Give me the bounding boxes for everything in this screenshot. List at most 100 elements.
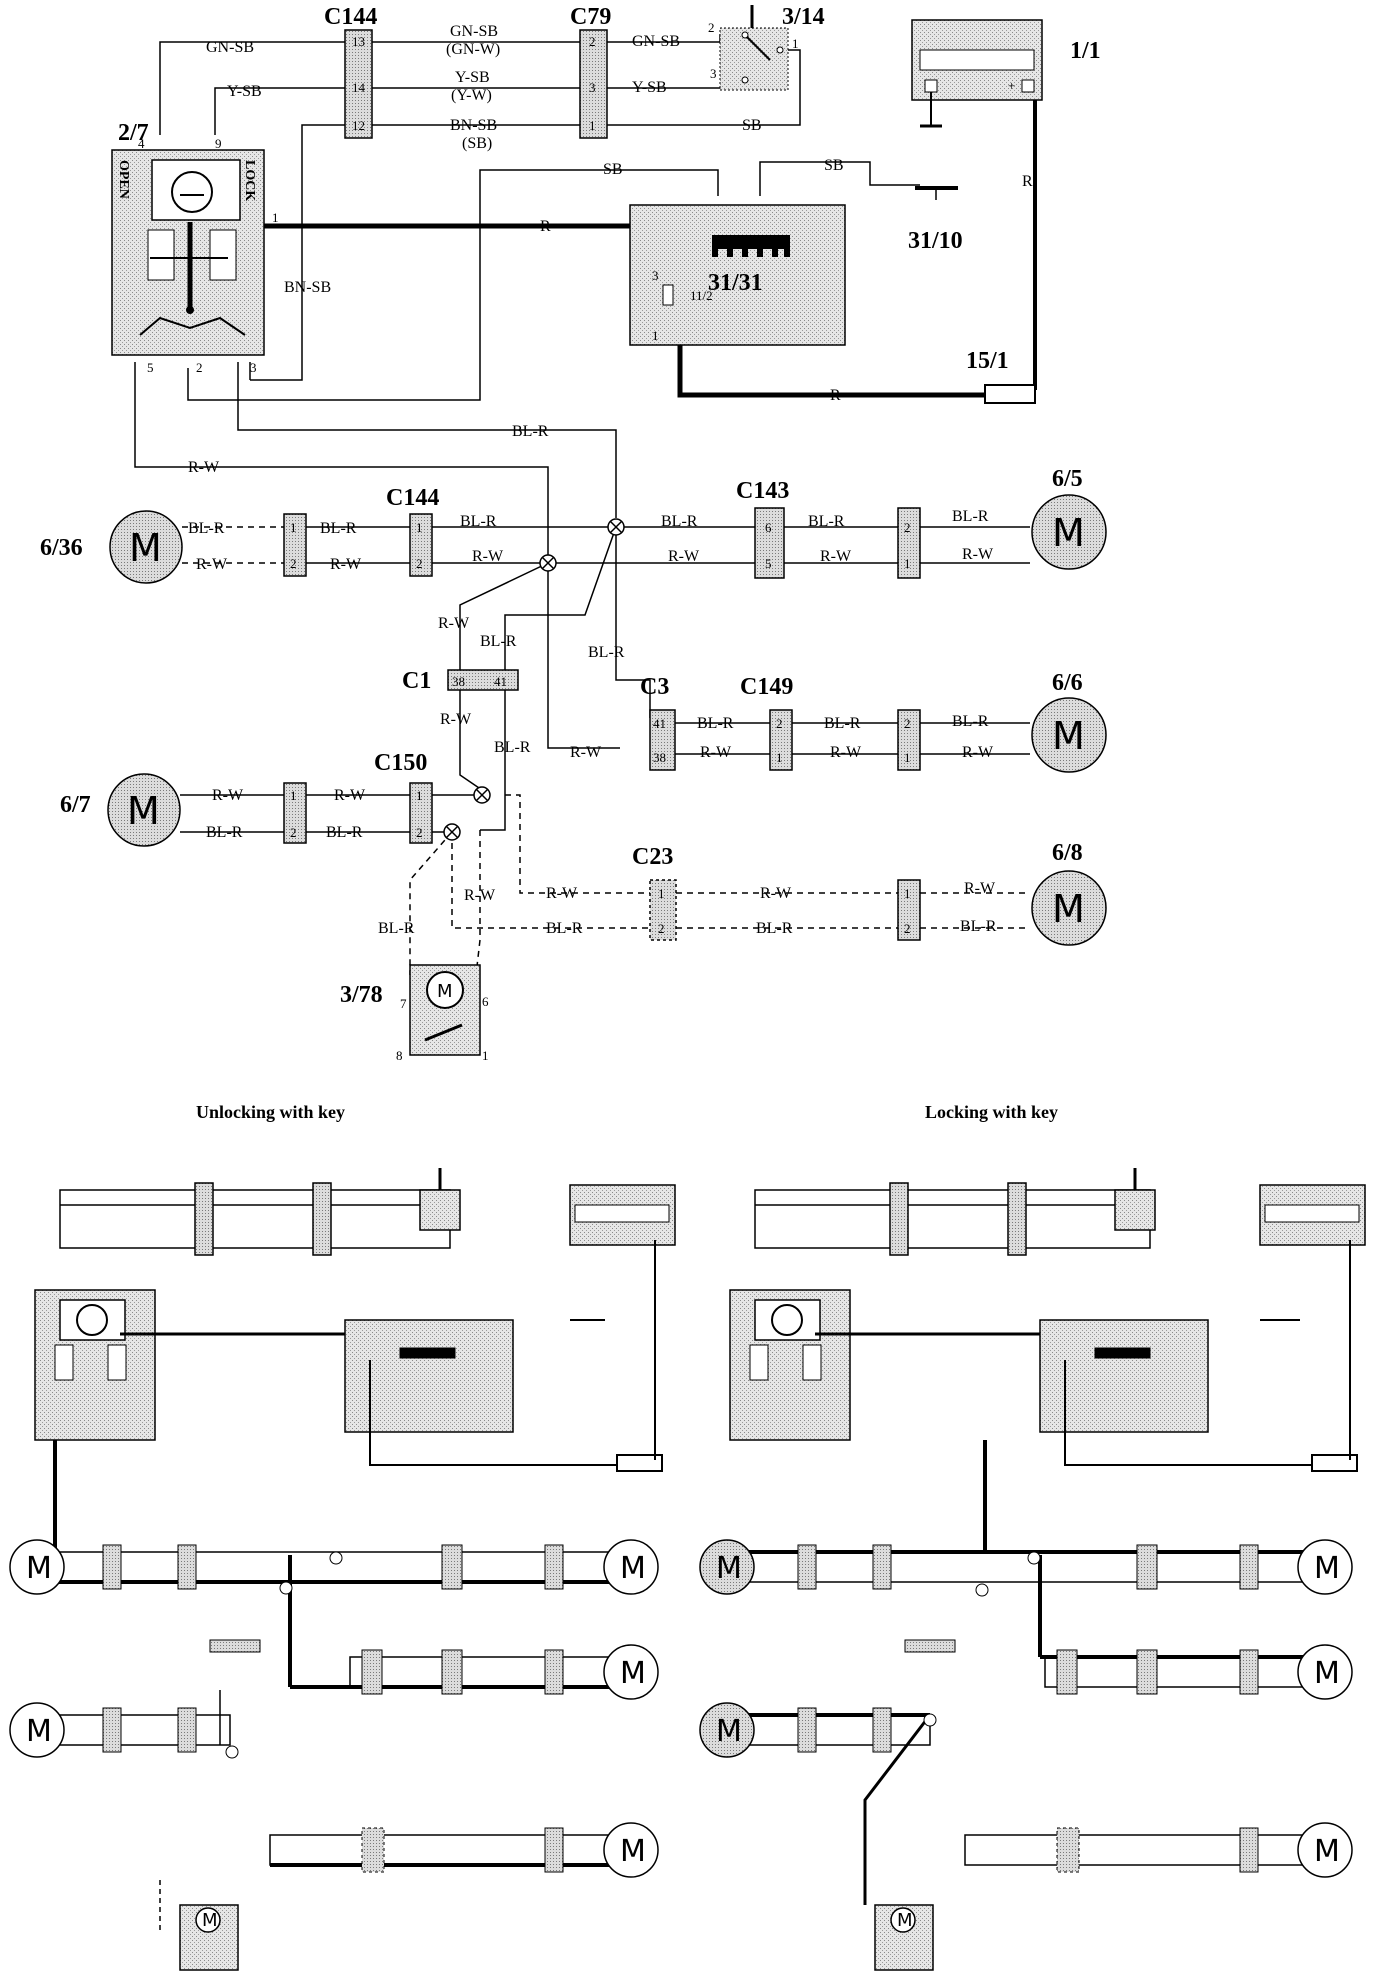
svg-text:GN-SB: GN-SB [450,23,498,40]
svg-text:11/2: 11/2 [690,288,713,303]
label-c144-mid: C144 [386,485,439,511]
svg-text:3: 3 [250,360,257,375]
svg-text:M: M [127,789,160,833]
svg-text:GN-SB: GN-SB [632,33,680,50]
svg-text:M: M [1052,511,1085,555]
label-6-8: 6/8 [1052,840,1083,866]
svg-text:R: R [540,218,551,235]
label-c149: C149 [740,674,793,700]
svg-text:R-W: R-W [440,711,472,728]
svg-text:Y-SB: Y-SB [227,83,262,100]
battery-1-1: + [911,19,1043,128]
svg-text:(Y-W): (Y-W) [451,87,492,104]
svg-text:M: M [716,1714,742,1749]
svg-text:M: M [1314,1834,1340,1869]
svg-text:M: M [437,981,453,1002]
svg-text:R-W: R-W [830,744,862,761]
svg-text:1: 1 [658,886,665,901]
svg-text:R-W: R-W [546,885,578,902]
svg-text:GN-SB: GN-SB [206,39,254,56]
svg-text:6: 6 [765,520,772,535]
svg-text:2: 2 [416,825,423,840]
svg-text:M: M [897,1910,913,1931]
svg-text:M: M [129,526,162,570]
svg-text:5: 5 [765,556,772,571]
svg-text:SB: SB [603,161,623,178]
svg-text:7: 7 [400,996,407,1011]
svg-text:BL-R: BL-R [697,715,734,732]
svg-text:2: 2 [904,520,911,535]
svg-text:M: M [1314,1656,1340,1691]
label-6-36: 6/36 [40,535,83,561]
svg-text:BL-R: BL-R [494,739,531,756]
svg-text:1: 1 [776,750,783,765]
label-c23: C23 [632,844,673,870]
svg-text:BL-R: BL-R [661,513,698,530]
wire-r-w-pin5 [134,362,620,749]
svg-text:R-W: R-W [964,880,996,897]
svg-text:M: M [26,1551,52,1586]
connector-c144-top: 13 14 12 [344,29,373,139]
svg-text:2: 2 [290,825,297,840]
svg-text:1: 1 [272,210,279,225]
svg-text:R: R [830,387,841,404]
svg-text:1: 1 [290,520,297,535]
svg-text:R-W: R-W [962,546,994,563]
svg-text:BL-R: BL-R [480,633,517,650]
svg-text:BL-R: BL-R [952,508,989,525]
pin-14: 14 [352,80,366,95]
connector-c79: 2 3 1 [579,29,608,139]
diagram-locking [699,1168,1366,1971]
svg-text:BL-R: BL-R [546,920,583,937]
diagram-unlocking [9,1168,676,1971]
svg-text:BL-R: BL-R [588,644,625,661]
svg-text:41: 41 [653,716,666,731]
svg-text:M: M [1314,1551,1340,1586]
svg-text:R-W: R-W [188,459,220,476]
svg-text:6: 6 [482,994,489,1009]
svg-text:Y-SB: Y-SB [455,69,490,86]
svg-text:R-W: R-W [472,548,504,565]
pin-3: 3 [589,80,596,95]
svg-text:R: R [1022,173,1033,190]
svg-text:1: 1 [904,556,911,571]
svg-text:BL-R: BL-R [824,715,861,732]
motor-6-7: M [107,773,181,847]
svg-text:2: 2 [416,556,423,571]
svg-text:R-W: R-W [962,744,994,761]
switch-3-78: M 7 6 8 1 [396,964,489,1063]
svg-text:1: 1 [904,886,911,901]
label-3-78: 3/78 [340,982,383,1008]
label-6-5: 6/5 [1052,466,1083,492]
label-c144-top: C144 [324,4,377,30]
svg-text:(GN-W): (GN-W) [446,41,500,58]
label-1-1: 1/1 [1070,38,1101,64]
svg-text:R-W: R-W [820,548,852,565]
svg-text:9: 9 [215,136,222,151]
label-c150: C150 [374,750,427,776]
svg-text:3: 3 [710,66,717,81]
lock-label: LOCK [242,160,257,201]
label-2-7: 2/7 [118,120,149,146]
motor-6-6: M [1031,697,1107,773]
svg-text:2: 2 [904,921,911,936]
fuse-15-1 [984,384,1036,404]
svg-text:R-W: R-W [700,744,732,761]
svg-text:1: 1 [482,1048,489,1063]
svg-text:R-W: R-W [668,548,700,565]
label-c3: C3 [640,674,669,700]
svg-text:2: 2 [708,20,715,35]
motor-6-36: M [109,510,183,584]
caption-unlocking: Unlocking with key [196,1102,345,1122]
svg-text:M: M [620,1551,646,1586]
svg-text:5: 5 [147,360,154,375]
svg-text:2: 2 [658,921,665,936]
wire-y-sb-left [214,87,345,135]
svg-text:BL-R: BL-R [808,513,845,530]
svg-text:R-W: R-W [212,787,244,804]
svg-text:R-W: R-W [464,887,496,904]
wire-bl-r-pin3 [237,362,617,518]
label-c1: C1 [402,668,431,694]
caption-locking: Locking with key [925,1102,1058,1122]
svg-text:SB: SB [824,157,844,174]
